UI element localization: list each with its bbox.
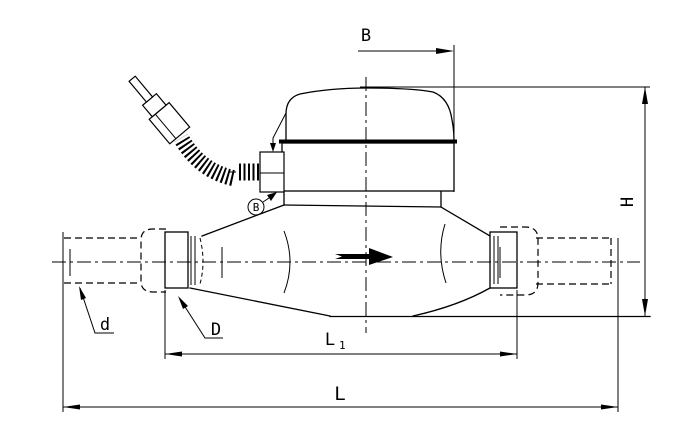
detail-callout-B: B	[247, 192, 277, 216]
dim-l1-arrow-right-icon	[500, 351, 517, 357]
register-lid	[285, 87, 455, 141]
register-head	[259, 87, 457, 193]
pulse-cable-assembly	[128, 75, 259, 186]
flow-arrow-icon	[335, 248, 393, 265]
left-nut-face-lines	[190, 236, 196, 285]
dim-h-arrow-up-icon	[642, 87, 648, 104]
dim-l1-subscript: 1	[339, 339, 346, 352]
right-coupling-nut	[489, 231, 518, 289]
right-tailpiece-dashed	[500, 226, 612, 296]
connector-plug-tip	[128, 75, 154, 103]
d-upper-label: D	[211, 320, 221, 340]
body-bottom-left-taper	[189, 287, 331, 317]
register-housing	[281, 142, 455, 192]
body-left-arc	[283, 230, 291, 294]
coupling-sleeve-outline	[500, 226, 539, 296]
dim-h-label: H	[618, 197, 638, 207]
left-thread-dashed-arc	[199, 237, 204, 285]
right-nut-face-lines	[493, 236, 499, 284]
cable-junction-box	[259, 151, 285, 193]
dim-b-arrow-icon	[436, 48, 454, 54]
d-upper-leader	[179, 298, 223, 339]
body-top-right-taper	[440, 206, 491, 237]
cable-connector	[128, 75, 191, 145]
dim-l-arrow-left-icon	[63, 404, 80, 410]
meter-body	[164, 191, 651, 318]
dim-b-label: B	[361, 26, 371, 46]
body-shoulder	[283, 191, 442, 208]
left-coupling-nut	[164, 231, 189, 289]
callout-label: B	[253, 201, 260, 214]
callout-circle	[247, 198, 265, 216]
dimension-L: L	[62, 232, 619, 412]
body-bottom-right-curve	[412, 287, 491, 317]
d-upper-arrow-icon	[178, 296, 188, 309]
callout-arrow-icon	[267, 192, 277, 201]
dim-l-arrow-right-icon	[601, 404, 618, 410]
cable-corrugated-conduit	[174, 133, 236, 186]
body-right-arc	[440, 223, 447, 284]
dimension-H: H	[360, 86, 650, 316]
dim-h-arrow-down-icon	[642, 299, 648, 316]
dim-l1-label: L	[325, 330, 335, 350]
d-lower-label: d	[100, 315, 110, 335]
d-lower-arrow-icon	[79, 286, 86, 300]
centerlines	[52, 77, 640, 333]
connector-facet-line	[154, 113, 177, 140]
d-lower-leader	[79, 287, 114, 334]
coupling-sleeve-outline	[140, 228, 166, 293]
dimension-L1: L 1	[164, 290, 518, 359]
dim-l1-arrow-left-icon	[165, 351, 182, 357]
dim-l-label: L	[334, 383, 345, 405]
down-arrow-icon	[270, 143, 276, 152]
left-tailpiece-dashed	[64, 228, 166, 293]
dimension-B: B	[358, 26, 455, 192]
label-d: d	[79, 286, 114, 335]
label-D: D	[178, 296, 223, 340]
